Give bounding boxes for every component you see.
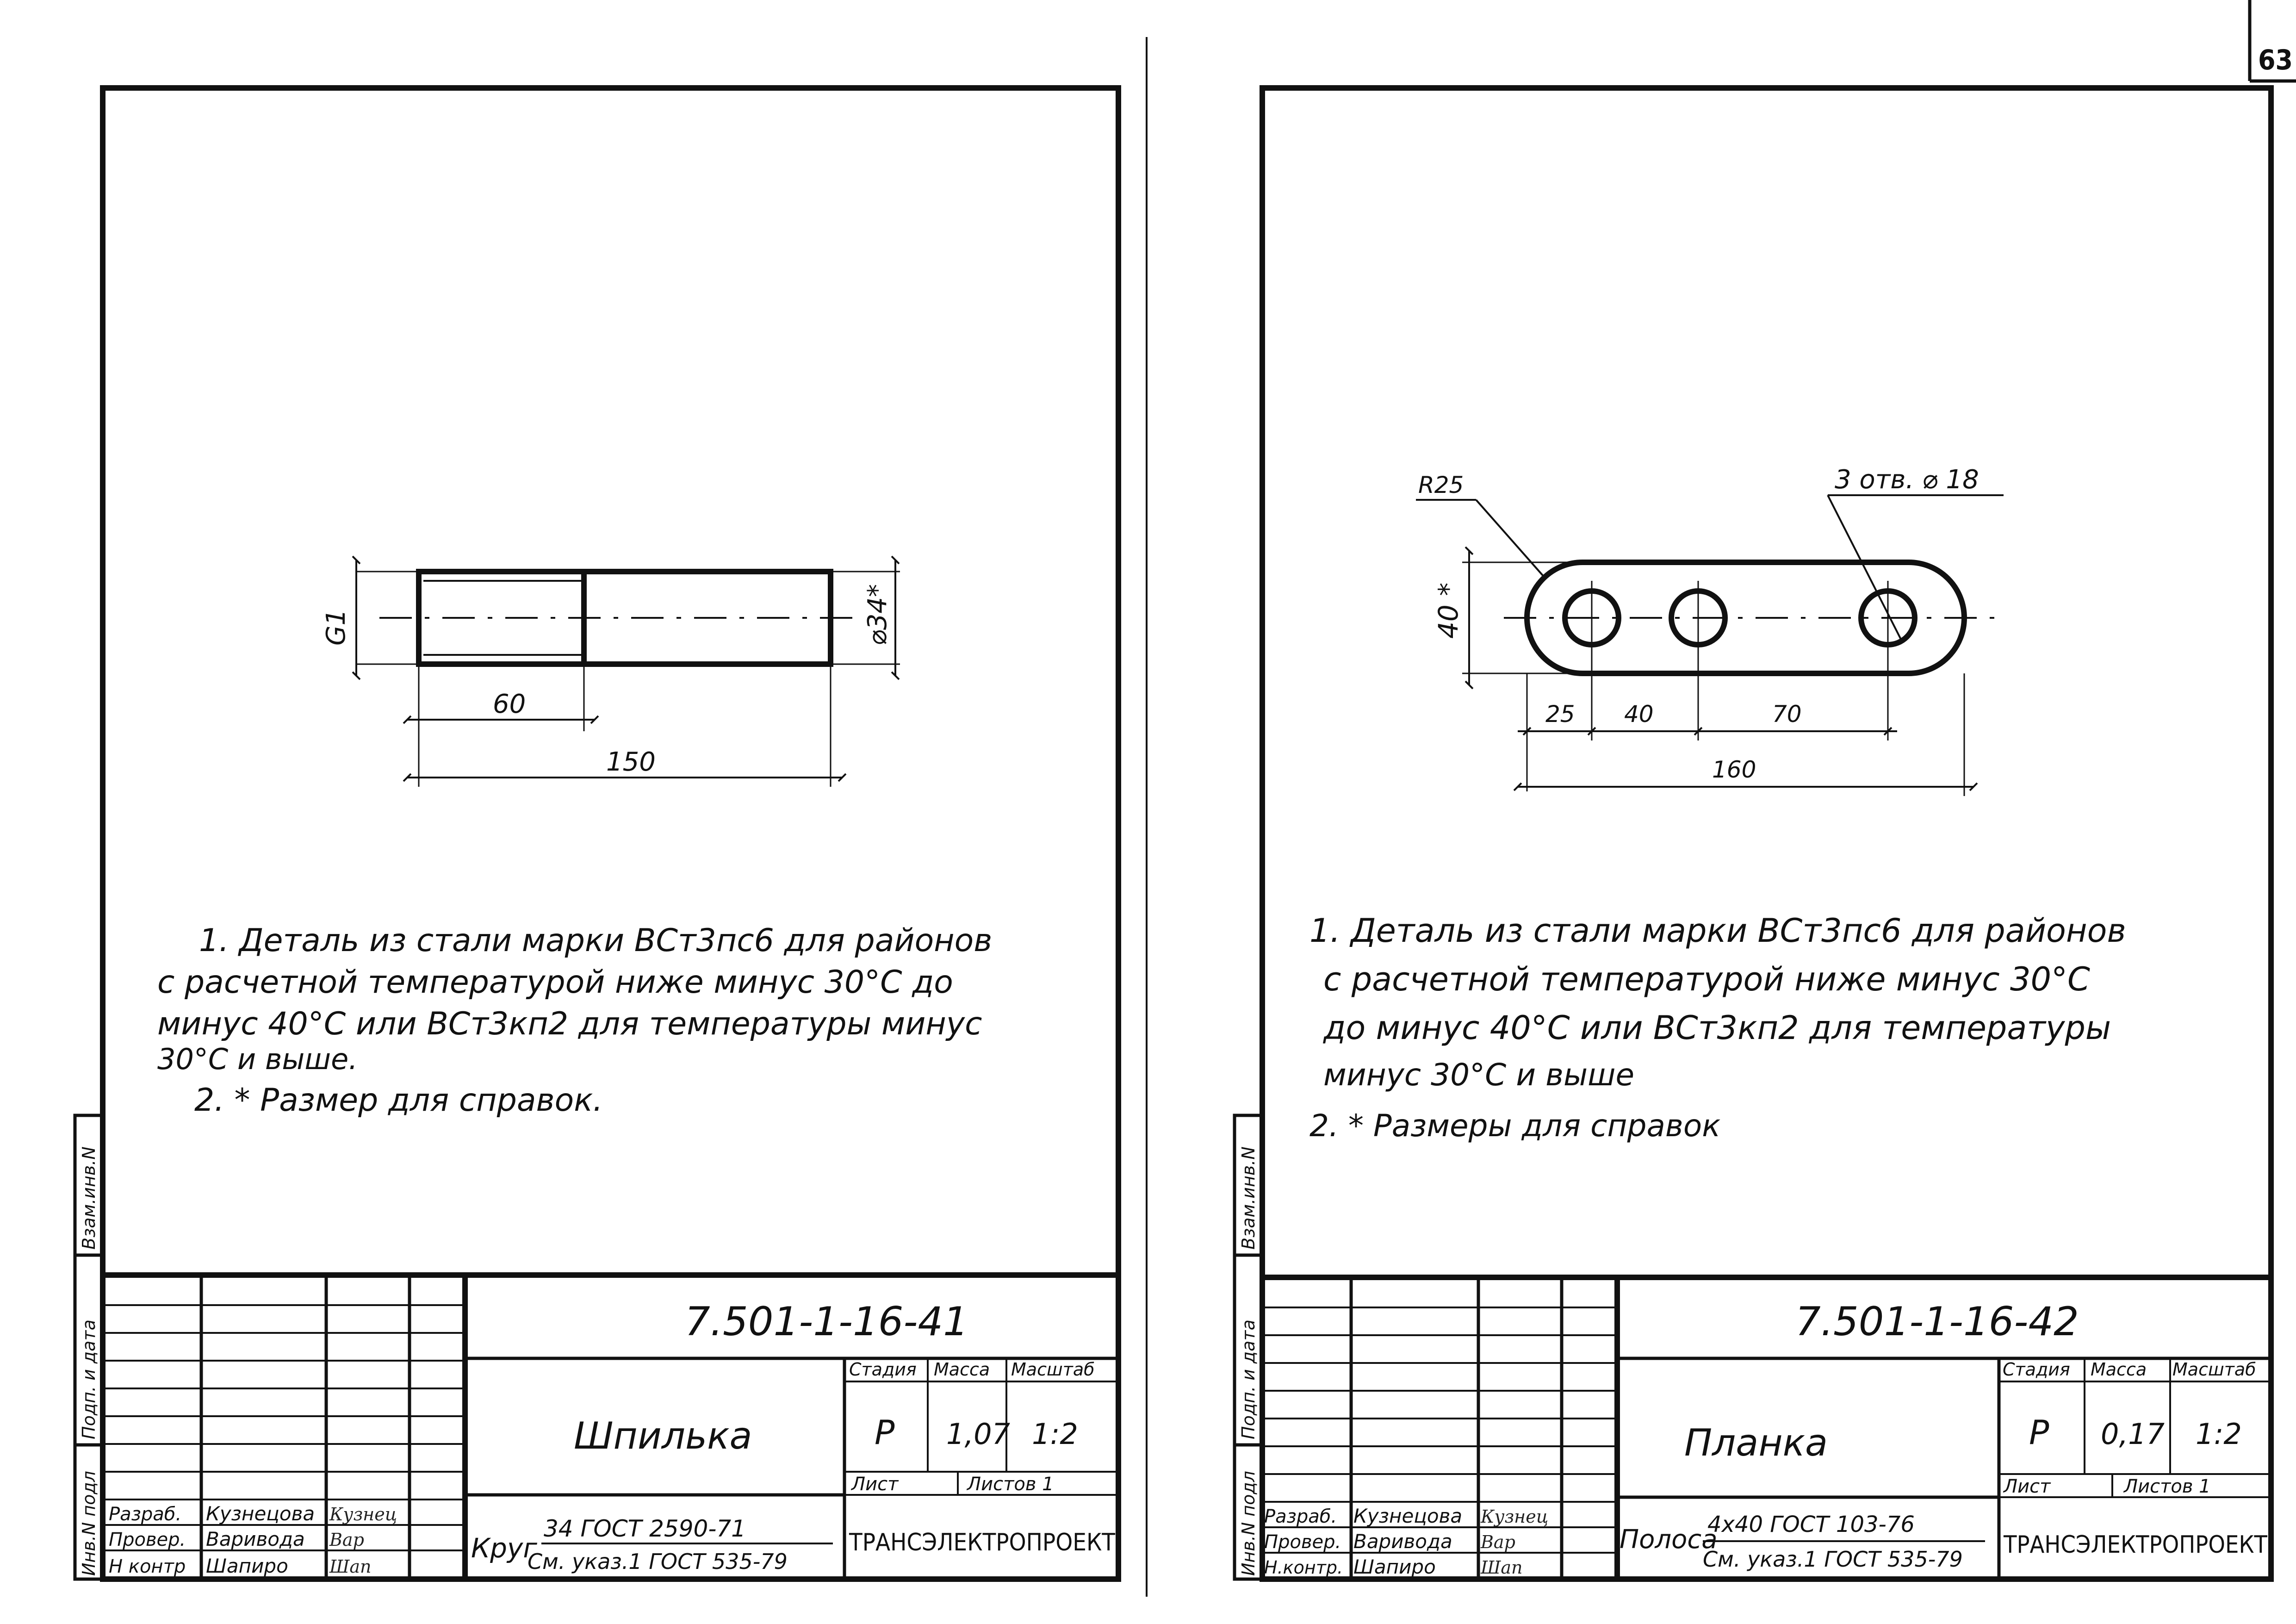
left-scale-value: 1:2 bbox=[1032, 1417, 1078, 1451]
left-side-label-sign: Подп. и дата bbox=[79, 1319, 99, 1439]
right-mass-header: Масса bbox=[2091, 1359, 2147, 1380]
right-side-strip bbox=[1233, 1114, 1264, 1581]
right-sheets-count: Листов 1 bbox=[2123, 1476, 2211, 1497]
right-signature-1: Кузнец bbox=[1480, 1506, 1548, 1527]
left-name-1: Кузнецова bbox=[206, 1502, 315, 1525]
right-note-line-4: минус 30°С и выше bbox=[1323, 1057, 1634, 1093]
right-mass-value: 0,17 bbox=[2101, 1417, 2165, 1451]
right-stage-value: Р bbox=[2029, 1413, 2049, 1452]
left-note-line-5: 2. * Размер для справок. bbox=[194, 1082, 603, 1119]
right-sheet-label: Лист bbox=[2003, 1476, 2051, 1497]
left-stage-value: Р bbox=[875, 1413, 895, 1452]
plate-drawing: R25 3 отв. ⌀ 18 40 * 25 40 70 bbox=[1416, 465, 2004, 796]
dim-chain-3: 70 bbox=[1772, 701, 1802, 728]
right-frame bbox=[1260, 85, 2274, 1582]
right-side-label-inv: Инв.N подл bbox=[1238, 1471, 1259, 1576]
right-note-line-3: до минус 40°С или ВСт3кп2 для температур… bbox=[1323, 1009, 2111, 1047]
right-stage-header: Стадия bbox=[2003, 1359, 2070, 1380]
dim-height: 40 * bbox=[1433, 583, 1464, 639]
left-sheet-label: Лист bbox=[850, 1474, 899, 1495]
right-note-line-5: 2. * Размеры для справок bbox=[1309, 1108, 1720, 1144]
right-note-line-2: с расчетной температурой ниже минус 30°С bbox=[1323, 960, 2090, 998]
left-role-1: Разраб. bbox=[109, 1504, 181, 1525]
left-note-line-2: с расчетной температурой ниже минус 30°С… bbox=[157, 964, 953, 1001]
dim-holes: 3 отв. ⌀ 18 bbox=[1835, 465, 1979, 495]
left-name-2: Варивода bbox=[206, 1528, 305, 1550]
right-note-line-1: 1. Деталь из стали марки ВСт3пс6 для рай… bbox=[1309, 912, 2126, 950]
left-role-3: Н контр bbox=[109, 1556, 186, 1577]
dim-radius: R25 bbox=[1418, 472, 1464, 498]
plate-outline bbox=[1524, 560, 1967, 676]
right-name-2: Варивода bbox=[1353, 1530, 1452, 1553]
right-role-3: Н.контр. bbox=[1264, 1557, 1343, 1578]
left-material-bottom: См. указ.1 ГОСТ 535-79 bbox=[527, 1549, 788, 1574]
right-sheet: Инв.N подл Подп. и дата Взам.инв.N R25 3… bbox=[1233, 85, 2274, 1582]
left-organization: ТРАНСЭЛЕКТРОПРОЕКТ bbox=[849, 1529, 1115, 1556]
left-material-top: 34 ГОСТ 2590-71 bbox=[544, 1515, 746, 1542]
left-note-line-3: минус 40°С или ВСт3кп2 для температуры м… bbox=[157, 1006, 982, 1042]
right-scale-header: Масштаб bbox=[2172, 1359, 2256, 1380]
right-material-top: 4х40 ГОСТ 103-76 bbox=[1707, 1512, 1915, 1537]
left-part-name: Шпилька bbox=[574, 1414, 752, 1457]
right-name-1: Кузнецова bbox=[1353, 1505, 1462, 1527]
left-name-3: Шапиро bbox=[206, 1555, 288, 1577]
left-mass-header: Масса bbox=[934, 1359, 990, 1380]
left-side-label-inv: Инв.N подл bbox=[79, 1471, 99, 1576]
left-scale-header: Масштаб bbox=[1011, 1359, 1095, 1380]
right-drawing-code: 7.501-1-16-42 bbox=[1795, 1299, 2079, 1345]
left-material-prefix: Круг bbox=[471, 1532, 537, 1564]
left-frame bbox=[100, 85, 1121, 1582]
dim-total: 160 bbox=[1712, 756, 1756, 783]
left-signature-2: Вар bbox=[329, 1530, 364, 1550]
dim-chain-1: 25 bbox=[1545, 701, 1575, 728]
right-notes: 1. Деталь из стали марки ВСт3пс6 для рай… bbox=[1309, 912, 2126, 1144]
left-side-label-swap: Взам.инв.N bbox=[79, 1146, 99, 1250]
left-sheet: Инв.N подл Подп. и дата Взам.инв.N G1 ⌀3… bbox=[73, 85, 1121, 1582]
left-stage-header: Стадия bbox=[849, 1359, 917, 1380]
right-role-2: Провер. bbox=[1264, 1531, 1341, 1553]
left-signature-3: Шап bbox=[329, 1556, 372, 1577]
page-number: 63 bbox=[2258, 44, 2293, 76]
left-side-strip bbox=[73, 1114, 105, 1581]
left-role-2: Провер. bbox=[109, 1529, 186, 1550]
left-title-block: Разраб. Провер. Н контр Кузнецова Вариво… bbox=[103, 1272, 1118, 1579]
right-signature-3: Шап bbox=[1480, 1557, 1523, 1578]
left-drawing-code: 7.501-1-16-41 bbox=[685, 1299, 968, 1345]
left-sheets-count: Листов 1 bbox=[966, 1474, 1054, 1495]
left-note-line-4: 30°С и выше. bbox=[157, 1042, 358, 1076]
right-scale-value: 1:2 bbox=[2196, 1417, 2242, 1451]
right-side-label-swap: Взам.инв.N bbox=[1238, 1146, 1259, 1250]
right-side-label-sign: Подп. и дата bbox=[1238, 1319, 1259, 1439]
stud-drawing: G1 ⌀34* 60 150 bbox=[321, 555, 900, 787]
left-mass-value: 1,07 bbox=[946, 1417, 1010, 1451]
left-note-line-1: 1. Деталь из стали марки ВСт3пс6 для рай… bbox=[199, 922, 992, 959]
dim-diameter: ⌀34* bbox=[863, 584, 893, 646]
dim-chain-2: 40 bbox=[1624, 701, 1654, 728]
right-name-3: Шапиро bbox=[1353, 1556, 1436, 1578]
right-role-1: Разраб. bbox=[1264, 1506, 1337, 1527]
right-title-block: Разраб. Провер. Н.контр. Кузнецова Варив… bbox=[1262, 1275, 2271, 1579]
left-notes: 1. Деталь из стали марки ВСт3пс6 для рай… bbox=[157, 922, 992, 1119]
dim-total-length: 150 bbox=[606, 747, 656, 777]
right-material-bottom: См. указ.1 ГОСТ 535-79 bbox=[1703, 1547, 1963, 1572]
right-material-prefix: Полоса bbox=[1620, 1524, 1718, 1555]
dim-thread: G1 bbox=[321, 609, 351, 646]
right-signature-2: Вар bbox=[1480, 1532, 1515, 1552]
right-organization: ТРАНСЭЛЕКТРОПРОЕКТ bbox=[2003, 1531, 2267, 1559]
left-signature-1: Кузнец bbox=[329, 1504, 397, 1524]
right-part-name: Планка bbox=[1684, 1421, 1828, 1464]
dim-thread-length: 60 bbox=[493, 689, 526, 719]
